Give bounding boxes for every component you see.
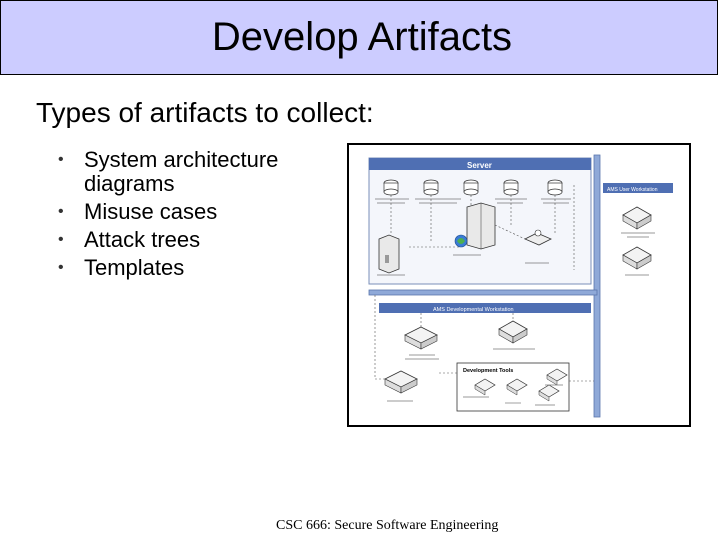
tools-label-scribbles bbox=[463, 384, 563, 406]
workstation-box-icon bbox=[622, 246, 652, 270]
tool-box-icon bbox=[538, 384, 560, 402]
database-icon bbox=[423, 179, 439, 196]
database-icon bbox=[383, 179, 399, 196]
dev-label-scribbles bbox=[387, 348, 535, 402]
user-header-band bbox=[603, 183, 673, 193]
slide-heading: Types of artifacts to collect: bbox=[36, 97, 374, 128]
router-icon bbox=[524, 229, 552, 246]
dev-header-label: AMS Developmental Workstation bbox=[433, 307, 514, 313]
dev-dashed-links bbox=[374, 295, 594, 382]
workstation-box-icon bbox=[404, 326, 438, 350]
database-icon bbox=[547, 179, 563, 196]
bullet-text: Misuse cases bbox=[84, 199, 218, 224]
dashed-links bbox=[390, 185, 575, 270]
architecture-diagram-svg: Server bbox=[368, 154, 673, 418]
bullet-text: Attack trees bbox=[84, 227, 201, 252]
bullet-dot-icon: • bbox=[58, 231, 64, 248]
title-bar: Develop Artifacts bbox=[0, 0, 718, 75]
bullet-dot-icon: • bbox=[58, 259, 64, 276]
server-header-band bbox=[369, 158, 591, 170]
bullet-item: • Attack trees bbox=[58, 228, 318, 252]
bullet-text: Templates bbox=[84, 255, 185, 280]
bullet-text: System architecture diagrams bbox=[84, 147, 279, 196]
server-tower-icon bbox=[466, 202, 496, 250]
bullet-dot-icon: • bbox=[58, 203, 64, 220]
dev-header-band bbox=[379, 303, 591, 313]
slide-footer: CSC 666: Secure Software Engineering bbox=[276, 518, 499, 533]
server-header-label: Server bbox=[467, 161, 492, 170]
slide-title: Develop Artifacts bbox=[211, 15, 513, 59]
network-bus bbox=[593, 154, 601, 418]
database-icon bbox=[503, 179, 519, 196]
bullet-item: • Misuse cases bbox=[58, 200, 318, 224]
workstation-box-icon bbox=[622, 206, 652, 230]
workstation-box-icon bbox=[498, 320, 528, 344]
user-header-label: AMS User Workstation bbox=[607, 187, 658, 193]
architecture-diagram: Server bbox=[347, 143, 691, 427]
tool-box-icon bbox=[546, 368, 568, 386]
bullet-item: • System architecture diagrams bbox=[58, 148, 318, 196]
workstation-box-icon bbox=[384, 370, 418, 394]
bullet-list: • System architecture diagrams • Misuse ca… bbox=[58, 148, 318, 284]
tool-box-icon bbox=[506, 378, 528, 396]
network-bus-horizontal bbox=[368, 289, 598, 296]
tools-header-label: Development Tools bbox=[463, 368, 513, 374]
database-icon bbox=[463, 179, 479, 196]
globe-land-icon bbox=[457, 238, 465, 244]
server-label-scribbles bbox=[375, 198, 571, 276]
bullet-item: • Templates bbox=[58, 256, 318, 280]
bullet-dot-icon: • bbox=[58, 151, 64, 168]
user-label-scribbles bbox=[621, 232, 655, 276]
workstation-tower-icon bbox=[378, 234, 400, 274]
tool-box-icon bbox=[474, 378, 496, 396]
